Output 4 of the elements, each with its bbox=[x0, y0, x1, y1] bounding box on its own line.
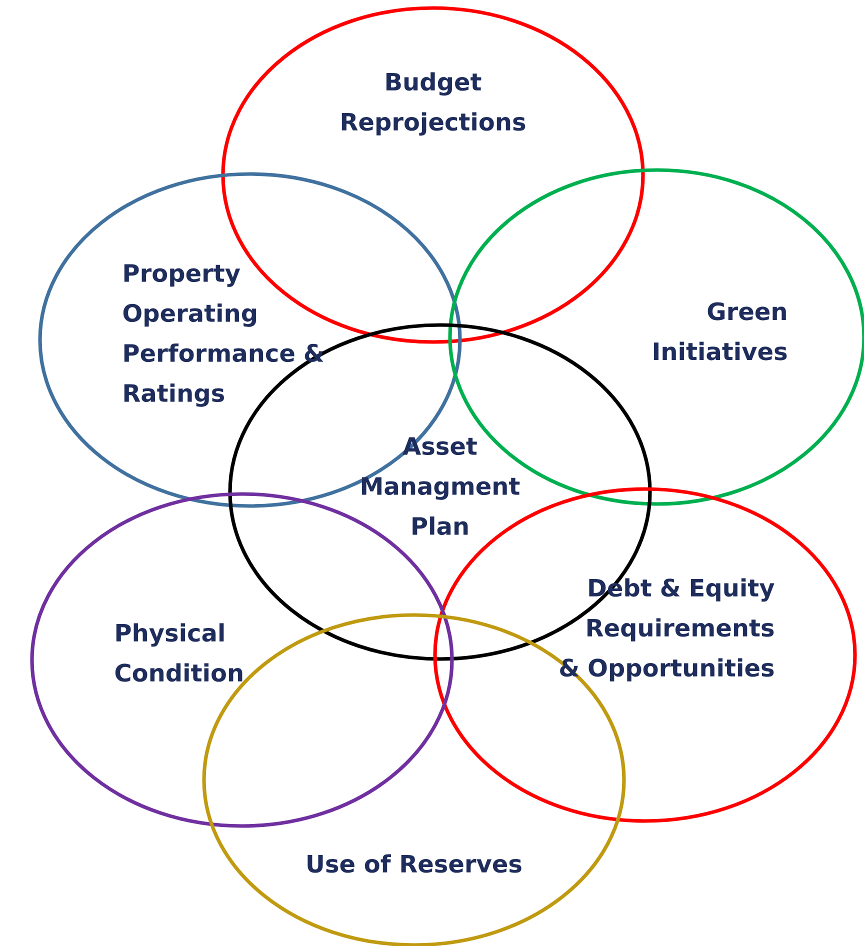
ellipse-label: Green Initiatives bbox=[654, 302, 787, 360]
ellipse-label: Use of Reserves bbox=[308, 854, 522, 873]
ellipse-label: Budget Reprojections bbox=[342, 72, 526, 136]
ellipse-label: Physical Condition bbox=[115, 623, 242, 682]
